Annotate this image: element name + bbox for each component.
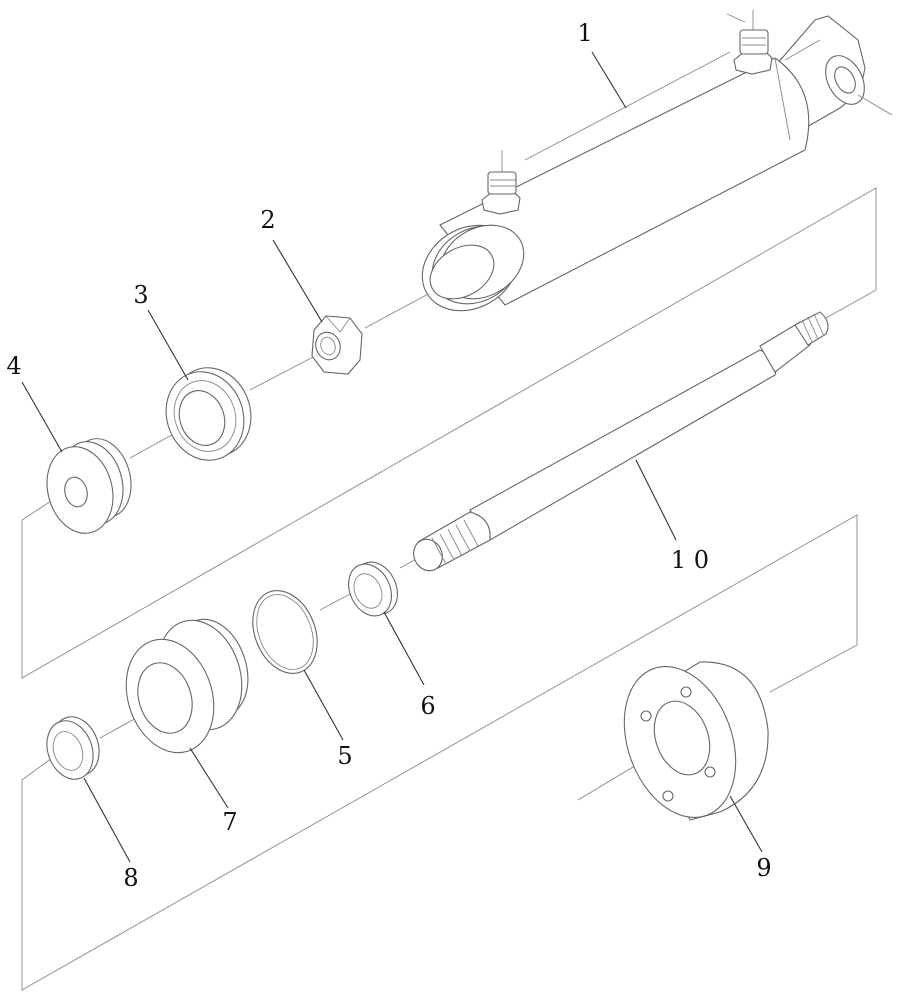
callout-2: 2 [260,206,275,234]
callout-4: 4 [6,352,21,380]
callout-10: 1 0 [671,546,709,574]
part-6-washer [348,561,398,617]
part-1-cylinder-barrel [421,10,893,312]
part-5-o-ring [252,590,318,674]
callout-6: 6 [420,692,435,720]
part-7-rod-guide [125,618,249,754]
assembly-lines [21,51,877,991]
callout-1: 1 [577,19,592,47]
part-2-hex-nut [311,315,363,375]
leader-lines [21,51,763,863]
callout-7: 7 [222,808,237,836]
part-9-end-cap [623,661,769,821]
part-8-wiper [46,716,100,780]
part-10-piston-rod [413,311,829,572]
callout-8: 8 [123,864,138,892]
part-4-piston [46,438,132,534]
callout-3: 3 [133,281,148,309]
callout-5: 5 [337,742,352,770]
callout-9: 9 [756,854,771,882]
callout-labels: 1 2 3 4 1 0 6 5 7 8 9 [6,19,771,892]
part-3-gland [165,367,252,461]
